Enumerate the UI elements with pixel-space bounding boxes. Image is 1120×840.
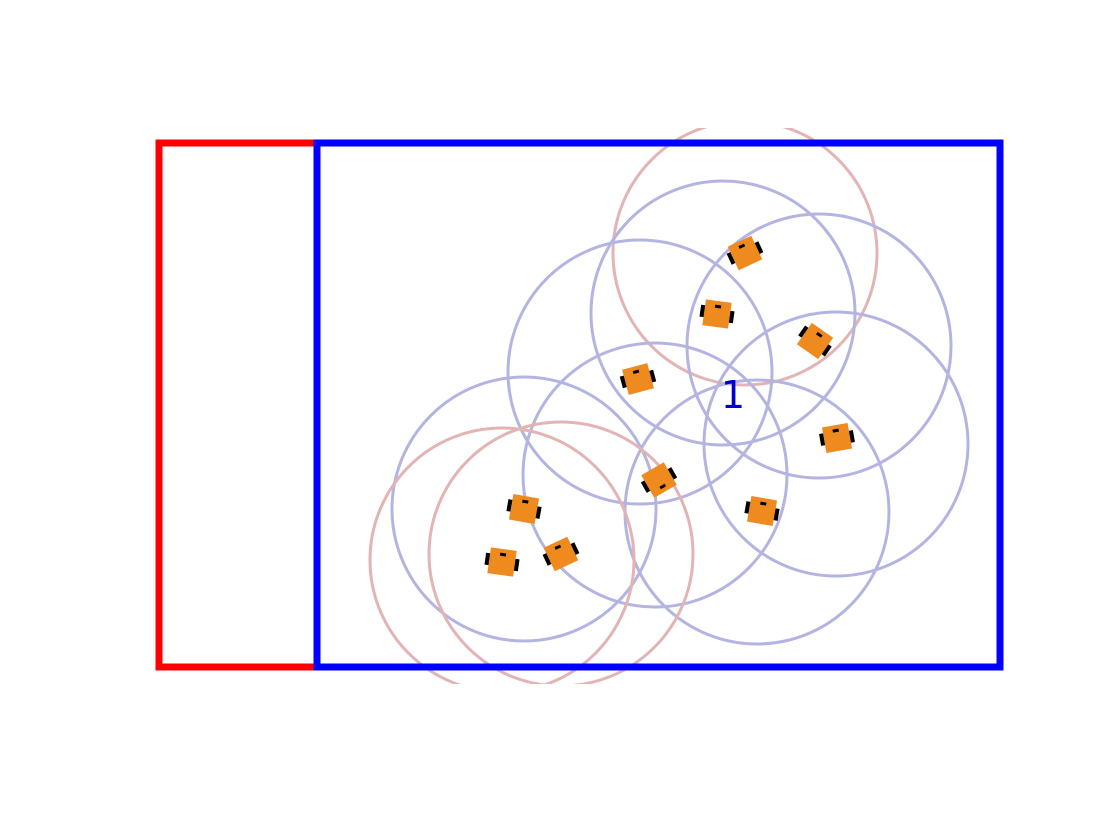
- robot-icon: [726, 235, 764, 271]
- red-zone: [155, 139, 321, 671]
- blue-zone: [313, 139, 1004, 671]
- robot-icon: [542, 536, 580, 572]
- sensing-range-circle: [521, 341, 789, 609]
- robot-icon: [619, 363, 657, 395]
- sensing-range-circle: [390, 375, 658, 643]
- sensing-range-circle: [702, 310, 970, 578]
- robot-icon: [699, 299, 735, 329]
- marker-label: 1: [721, 373, 745, 417]
- sensing-range-circle: [427, 420, 695, 684]
- robot-icon: [744, 495, 780, 527]
- robot-icon: [506, 493, 542, 525]
- robot-icon: [640, 462, 678, 498]
- sensing-range-circle: [506, 238, 774, 506]
- robot-icon: [484, 547, 520, 577]
- robot-icon: [796, 322, 834, 360]
- sensing-ranges: [368, 128, 970, 684]
- sensing-range-circle: [368, 426, 636, 684]
- robot-icon: [819, 422, 855, 454]
- sensing-range-circle: [611, 128, 879, 387]
- robots: [484, 235, 855, 577]
